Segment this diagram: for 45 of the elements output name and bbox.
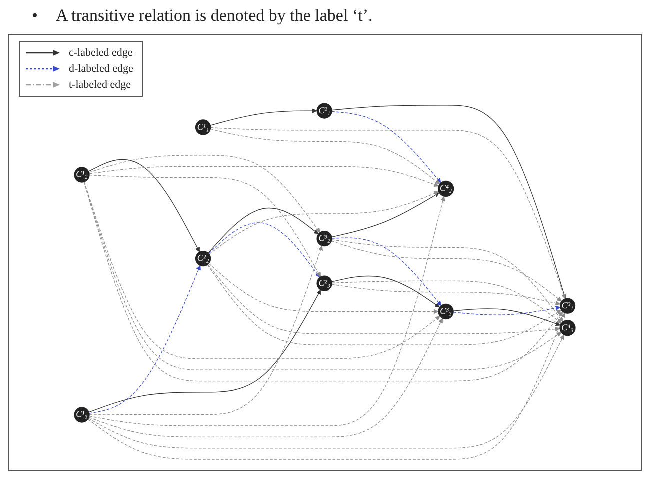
arrow [89, 246, 323, 416]
arrow [208, 208, 319, 254]
circle-node: C¹₃ [74, 407, 90, 423]
arrow [89, 196, 446, 426]
circle-node: C³₂ [316, 231, 332, 247]
arrow [89, 175, 322, 278]
legend-label: d-labeled edge [68, 62, 134, 77]
circle-node: C²₂ [195, 250, 212, 267]
arrow [210, 128, 440, 184]
arrow [88, 159, 200, 252]
arrow [332, 240, 564, 322]
arrow [84, 182, 440, 360]
arrow [89, 166, 439, 188]
arrow [453, 306, 561, 316]
circle-node: C¹₂ [74, 167, 90, 183]
arrow [208, 263, 439, 314]
arrow [332, 238, 442, 306]
arrow [332, 276, 440, 308]
arrow [208, 222, 320, 278]
arrow [210, 108, 318, 126]
arrow [88, 318, 444, 438]
legend-label: t-labeled edge [68, 78, 132, 93]
arrow [453, 308, 561, 326]
list-bullet: • [31, 5, 39, 27]
circle-node: C⁴₃ [560, 320, 576, 336]
arrow [332, 111, 442, 184]
arrow [332, 280, 562, 324]
arrow [88, 290, 322, 413]
arrow [89, 266, 201, 414]
arrow [88, 312, 566, 460]
arrow [331, 240, 562, 302]
circle-node: C²₃ [316, 276, 332, 292]
circle-node: C²₁ [316, 103, 332, 119]
arrow [209, 191, 440, 255]
arrow [210, 128, 566, 300]
arrow [88, 334, 564, 449]
circle-node: C³₃ [438, 304, 454, 320]
arrow [332, 284, 561, 306]
arrow [332, 192, 440, 238]
circle-node: C¹₁ [195, 120, 212, 136]
arrow [88, 155, 320, 233]
circle-node: C³₁ [560, 298, 576, 314]
note-text: A transitive relation is denoted by the label ‘t’. [54, 5, 374, 27]
legend-label: c-labeled edge [68, 46, 134, 61]
circle-node: C⁴₂ [438, 180, 454, 198]
